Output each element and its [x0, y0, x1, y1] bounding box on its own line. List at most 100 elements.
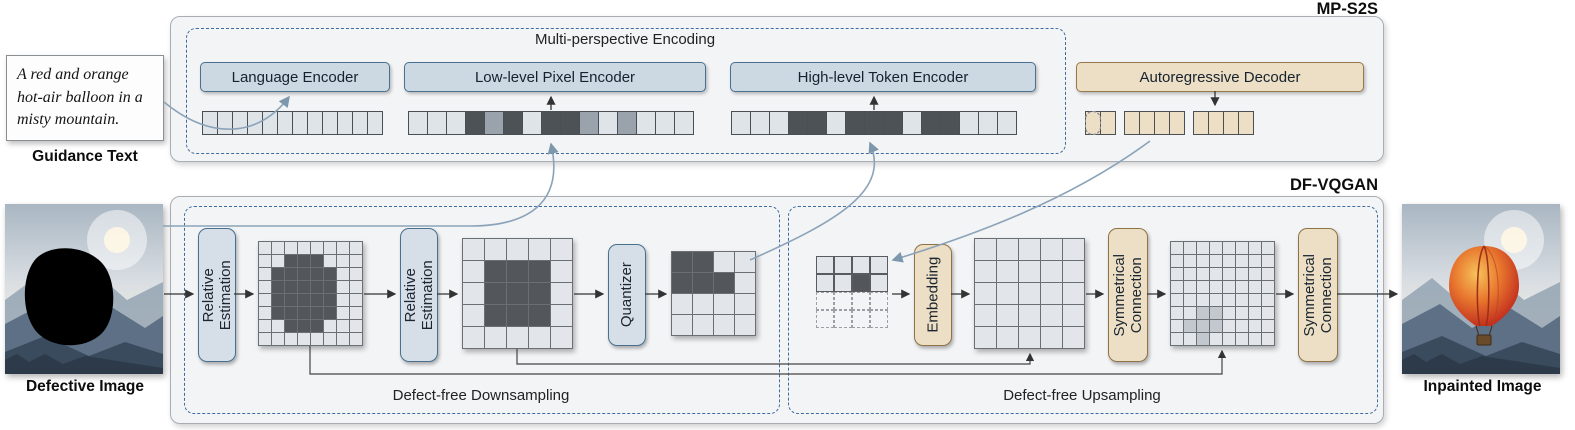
grid-cell [1019, 283, 1040, 304]
grid-cell [1236, 320, 1248, 332]
grid-cell [1197, 294, 1209, 306]
high-level-token-encoder-box: High-level Token Encoder [730, 62, 1036, 92]
grid-cell [714, 315, 734, 335]
grid-cell [672, 294, 692, 314]
grid-cell [1262, 294, 1274, 306]
grid-cell [816, 292, 834, 310]
grid-cell [350, 255, 362, 267]
grid-cell [311, 307, 323, 319]
grid-cell [551, 239, 572, 260]
grid-cell [259, 333, 271, 345]
grid-cell [1249, 242, 1261, 254]
grid-cell [735, 273, 755, 293]
token-cell [503, 111, 523, 135]
relative-estimation-label-1: Relative Estimation [199, 259, 234, 331]
grid-cell [1197, 333, 1209, 345]
grid-cell [350, 281, 362, 293]
grid-cell [311, 294, 323, 306]
grid-cell [714, 294, 734, 314]
grid-cell [285, 268, 297, 280]
grid-cell [324, 242, 336, 254]
symmetrical-connection-box-2: Symmetrical Connection [1298, 228, 1338, 362]
grid-cell [1236, 294, 1248, 306]
grid-cell [529, 283, 550, 304]
token-cell [940, 111, 960, 135]
grid-cell [311, 268, 323, 280]
grid-cell [529, 261, 550, 282]
token-cell [807, 111, 827, 135]
grid-cell [1197, 307, 1209, 319]
upsampled-grid-1 [974, 238, 1085, 349]
grid-cell [463, 327, 484, 348]
grid-cell [1262, 242, 1274, 254]
token-cell [788, 111, 808, 135]
grid-cell [507, 261, 528, 282]
grid-cell [1184, 307, 1196, 319]
grid-cell [1223, 320, 1235, 332]
token-cell [522, 111, 542, 135]
downsampling-label: Defect-free Downsampling [392, 387, 570, 404]
grid-cell [997, 327, 1018, 348]
grid-cell [693, 294, 713, 314]
grid-cell [1236, 333, 1248, 345]
token-cell [1100, 111, 1116, 135]
grid-cell [485, 283, 506, 304]
grid-cell [1210, 294, 1222, 306]
grid-cell [816, 274, 834, 292]
pixel-token-row [408, 111, 694, 137]
hot-air-balloon [1449, 245, 1519, 346]
mp-s2s-title: MP-S2S [1316, 0, 1378, 18]
grid-cell [259, 307, 271, 319]
grid-cell [1210, 307, 1222, 319]
grid-cell [1184, 242, 1196, 254]
grid-cell [1262, 268, 1274, 280]
grid-cell [463, 239, 484, 260]
grid-cell [272, 242, 284, 254]
grid-cell [1063, 327, 1084, 348]
grid-cell [485, 327, 506, 348]
grid-cell [337, 320, 349, 332]
token-cell [1124, 111, 1140, 135]
token-cell [408, 111, 428, 135]
defect-mask-blob [24, 248, 114, 346]
grid-cell [337, 255, 349, 267]
grid-cell [870, 292, 888, 310]
grid-cell [1210, 242, 1222, 254]
grid-cell [852, 292, 870, 310]
grid-cell [285, 242, 297, 254]
grid-cell [1249, 320, 1261, 332]
token-cell [845, 111, 865, 135]
grid-cell [1249, 307, 1261, 319]
grid-cell [1223, 281, 1235, 293]
token-cell [1085, 111, 1101, 135]
grid-cell [529, 305, 550, 326]
token-cell [674, 111, 694, 135]
grid-cell [259, 320, 271, 332]
downsampled-grid-1 [258, 241, 363, 346]
grid-cell [816, 310, 834, 328]
grid-cell [1063, 261, 1084, 282]
grid-cell [324, 333, 336, 345]
grid-cell [834, 274, 852, 292]
downsampled-grid-2 [462, 238, 573, 349]
token-cell [1208, 111, 1224, 135]
symmetrical-connection-label-1: Symmetrical Connection [1110, 253, 1146, 337]
grid-cell [285, 307, 297, 319]
token-cell [731, 111, 751, 135]
grid-cell [485, 239, 506, 260]
grid-cell [272, 320, 284, 332]
token-cell [579, 111, 599, 135]
grid-cell [1041, 261, 1062, 282]
grid-cell [1236, 242, 1248, 254]
token-token-row [731, 111, 1017, 137]
grid-cell [672, 315, 692, 335]
grid-cell [1223, 242, 1235, 254]
grid-cell [311, 242, 323, 254]
grid-cell [1184, 281, 1196, 293]
token-cell [598, 111, 618, 135]
grid-cell [1223, 255, 1235, 267]
grid-cell [1197, 255, 1209, 267]
defective-image-label: Defective Image [25, 378, 145, 395]
grid-cell [1184, 333, 1196, 345]
grid-cell [975, 239, 996, 260]
